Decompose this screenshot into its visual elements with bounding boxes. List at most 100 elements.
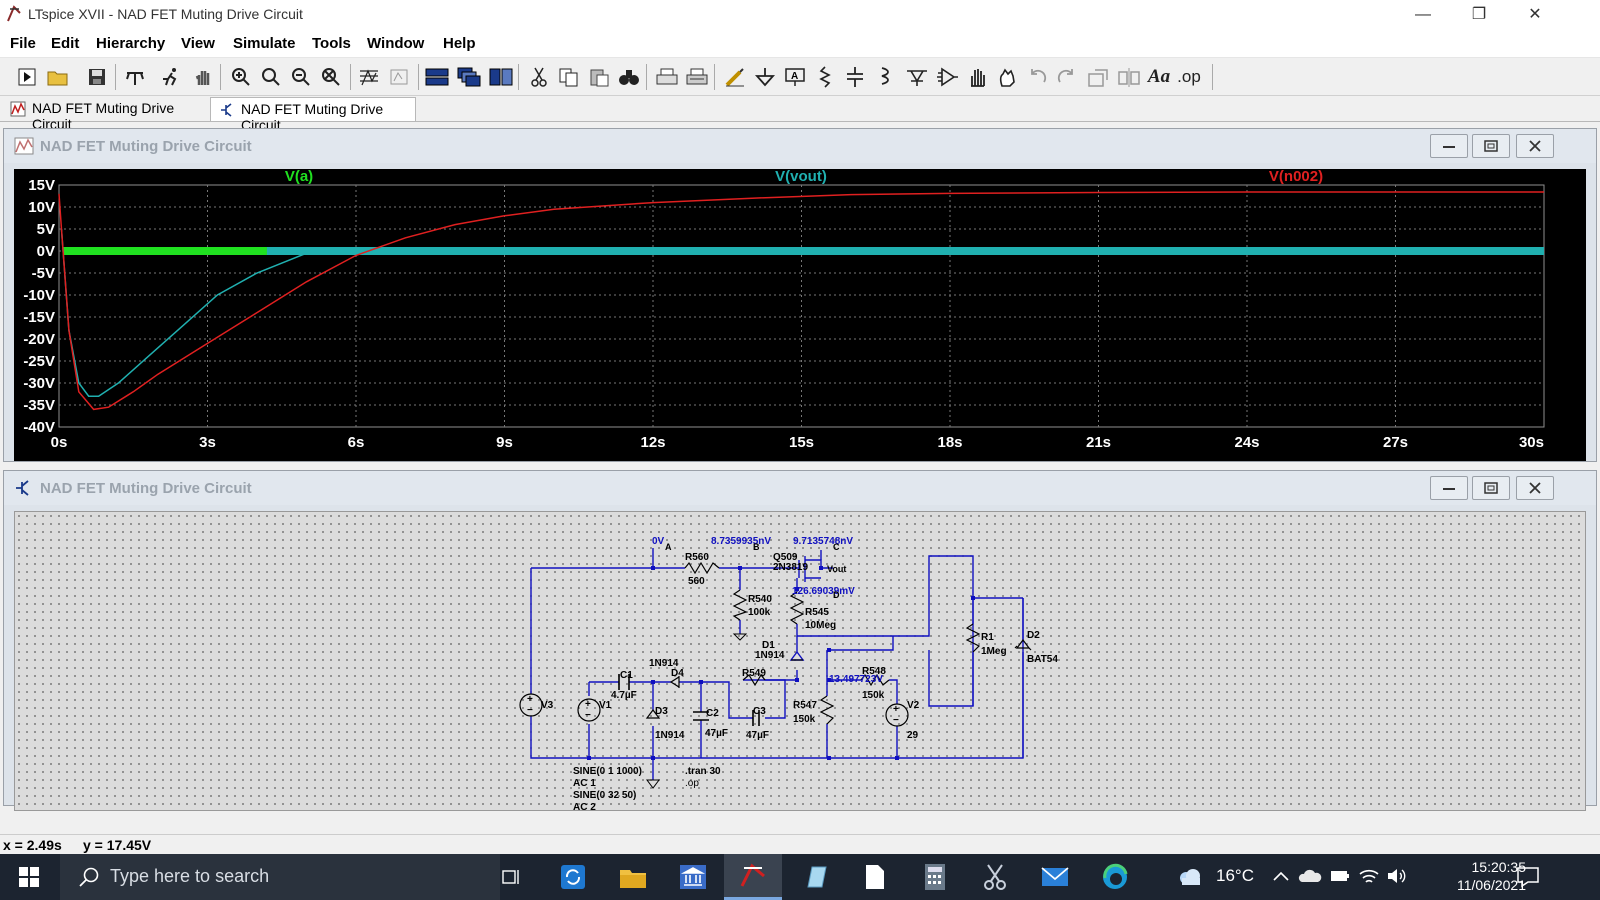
minimize-button[interactable]: — [1415, 6, 1431, 23]
c3-label: C3 [753, 706, 766, 717]
clock[interactable]: 15:20:35 11/06/2021 [1457, 858, 1526, 894]
d1-label: D1 [762, 640, 775, 651]
menu-help[interactable]: Help [443, 35, 476, 52]
redo-icon[interactable] [1054, 64, 1080, 90]
fit-icon[interactable] [386, 64, 412, 90]
windows-start-button[interactable] [0, 854, 58, 900]
component-icon[interactable] [934, 64, 960, 90]
op-value-c: 9.7135748nV [793, 536, 853, 547]
rotate-icon[interactable] [1086, 64, 1112, 90]
taskbar: Type here to search 16°C 15:20:35 11/06/… [0, 854, 1600, 900]
ground-icon[interactable] [752, 64, 778, 90]
zoom-cancel-icon[interactable] [318, 64, 344, 90]
resistor-icon[interactable] [812, 64, 838, 90]
v1-spec-line: SINE(0 1 1000) [573, 766, 642, 777]
clock-date: 11/06/2021 [1456, 877, 1526, 893]
calculator-icon[interactable] [906, 854, 964, 900]
r560-value: 560 [688, 576, 705, 587]
control-panel-icon[interactable] [122, 64, 148, 90]
tile-vertical-icon[interactable] [488, 64, 514, 90]
drag-icon[interactable] [994, 64, 1020, 90]
file-icon[interactable] [846, 854, 904, 900]
chevron-up-icon[interactable] [1272, 870, 1290, 882]
diode-bodies [645, 639, 1032, 719]
menu-simulate[interactable]: Simulate [233, 35, 296, 52]
undo-icon[interactable] [1024, 64, 1050, 90]
menu-window[interactable]: Window [367, 35, 425, 52]
battery-icon[interactable] [1330, 870, 1350, 882]
capacitor-icon[interactable] [842, 64, 868, 90]
wire-icon[interactable] [722, 64, 748, 90]
spice-directive-icon[interactable]: .op [1177, 67, 1201, 86]
close-button[interactable] [1516, 134, 1554, 158]
y-tick-label: 10V [28, 199, 55, 216]
text-icon[interactable]: Aa [1147, 66, 1171, 87]
op-value-b: 8.7359935nV [711, 536, 771, 547]
menu-tools[interactable]: Tools [312, 35, 351, 52]
open-file-icon[interactable] [45, 64, 71, 90]
menu-hierarchy[interactable]: Hierarchy [96, 35, 166, 52]
ltspice-icon[interactable] [724, 854, 782, 900]
zoom-in-icon[interactable] [228, 64, 254, 90]
menu-edit[interactable]: Edit [51, 35, 80, 52]
find-icon[interactable] [616, 64, 642, 90]
print-icon[interactable] [654, 64, 680, 90]
run-icon[interactable] [158, 64, 184, 90]
copy-icon[interactable] [556, 64, 582, 90]
svg-text:−: − [893, 715, 899, 726]
task-view-icon[interactable] [482, 854, 540, 900]
tab-waveform[interactable]: NAD FET Muting Drive Circuit [2, 97, 210, 132]
open-schematic-icon[interactable] [14, 64, 40, 90]
net-label-a: A [665, 542, 672, 552]
halt-icon[interactable] [190, 64, 216, 90]
search-icon [79, 867, 99, 887]
menu-view[interactable]: View [181, 35, 215, 52]
paste-icon[interactable] [586, 64, 612, 90]
status-bar: x = 2.49s y = 17.45V [0, 834, 1600, 854]
edge-icon[interactable] [1086, 854, 1144, 900]
move-icon[interactable] [964, 64, 990, 90]
minimize-button[interactable] [1430, 476, 1468, 500]
snipping-tool-icon[interactable] [966, 854, 1024, 900]
diode-icon[interactable] [904, 64, 930, 90]
label-net-icon[interactable]: A [782, 64, 808, 90]
temperature[interactable]: 16°C [1216, 866, 1254, 885]
save-icon[interactable] [84, 64, 110, 90]
close-button[interactable] [1516, 476, 1554, 500]
zoom-area-icon[interactable] [258, 64, 284, 90]
menu-file[interactable]: File [10, 35, 36, 52]
close-button[interactable]: ✕ [1528, 6, 1542, 23]
schematic-canvas[interactable]: +− +− +− 0V 8.7359935nV 9.7135748nV 126.… [14, 511, 1586, 812]
onedrive-icon[interactable] [1298, 868, 1322, 884]
maximize-button[interactable] [1472, 134, 1510, 158]
tile-horizontal-icon[interactable] [424, 64, 450, 90]
cascade-icon[interactable] [456, 64, 482, 90]
notepad-icon[interactable] [786, 854, 844, 900]
tab-schematic[interactable]: NAD FET Muting Drive Circuit [210, 97, 416, 133]
minimize-button[interactable] [1430, 134, 1468, 158]
volume-icon[interactable] [1386, 866, 1408, 886]
mail-icon[interactable] [1026, 854, 1084, 900]
sync-icon[interactable] [544, 854, 602, 900]
r549-label: R549 [742, 668, 766, 679]
bank-icon[interactable] [664, 854, 722, 900]
print-preview-icon[interactable] [684, 64, 710, 90]
notifications-icon[interactable] [1516, 866, 1540, 888]
maximize-button[interactable] [1472, 476, 1510, 500]
file-explorer-icon[interactable] [604, 854, 662, 900]
restore-button[interactable]: ❐ [1471, 6, 1487, 23]
inductor-icon[interactable] [872, 64, 898, 90]
autorange-icon[interactable] [356, 64, 382, 90]
c2-value: 47µF [705, 728, 728, 739]
taskbar-search[interactable]: Type here to search [60, 854, 500, 900]
cut-icon[interactable] [526, 64, 552, 90]
svg-text:A: A [791, 71, 798, 82]
zoom-out-icon[interactable] [288, 64, 314, 90]
waveform-window-title: NAD FET Muting Drive Circuit [40, 138, 252, 155]
wifi-icon[interactable] [1358, 866, 1380, 886]
r540-value: 100k [748, 607, 771, 618]
mirror-icon[interactable] [1116, 64, 1142, 90]
